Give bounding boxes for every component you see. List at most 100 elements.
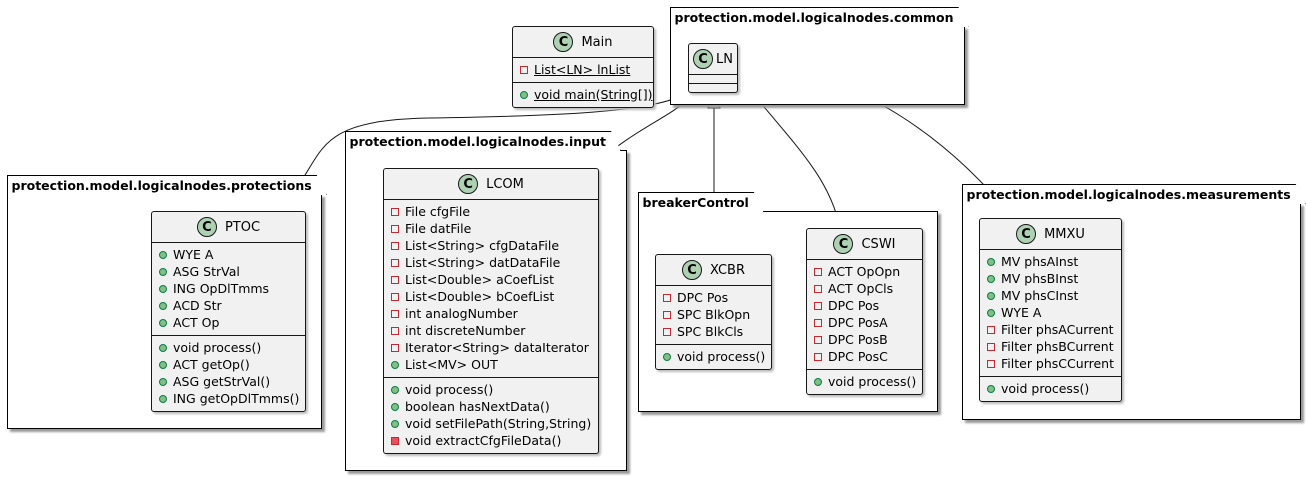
class-ln-header: C LN	[689, 44, 737, 74]
public-method-icon	[391, 402, 399, 411]
member-row: DPC Pos	[656, 289, 771, 306]
public-method-icon	[391, 419, 399, 428]
member-row: List<String> datDataFile	[384, 254, 598, 271]
class-ptoc[interactable]: C PTOC WYE A ASG StrVal ING OpDlTmms ACD…	[151, 211, 306, 412]
member-text: void process()	[173, 340, 262, 355]
class-lcom-header: C LCOM	[384, 169, 598, 199]
member-text: SPC BlkCls	[677, 324, 744, 339]
package-common-label: protection.model.logicalnodes.common	[670, 7, 969, 27]
member-text: DPC PosA	[828, 315, 888, 330]
class-xcbr-header: C XCBR	[656, 255, 771, 285]
public-field-icon	[391, 360, 399, 369]
member-row: Filter phsBCurrent	[980, 338, 1121, 355]
class-ptoc-fields: WYE A ASG StrVal ING OpDlTmms ACD Str AC…	[152, 242, 305, 335]
class-cswi-header: C CSWI	[807, 229, 922, 259]
class-ln-name: LN	[716, 51, 733, 67]
class-main-methods: void main(String[])	[513, 82, 653, 107]
member-row: List<Double> aCoefList	[384, 271, 598, 288]
class-main-header: C Main	[513, 27, 653, 57]
private-field-icon	[987, 342, 995, 351]
class-ln[interactable]: C LN	[688, 43, 738, 93]
member-text: WYE A	[173, 247, 214, 262]
class-main[interactable]: C Main List<LN> lnList void main(String[…	[512, 26, 654, 108]
private-field-icon	[987, 359, 995, 368]
public-method-icon	[159, 343, 167, 352]
private-field-icon	[987, 325, 995, 334]
member-row: void extractCfgFileData()	[384, 432, 598, 449]
class-mmxu[interactable]: C MMXU MV phsAInst MV phsBInst MV phsCIn…	[979, 218, 1122, 402]
class-cswi-fields: ACT OpOpn ACT OpCls DPC Pos DPC PosA DPC…	[807, 259, 922, 369]
member-text: MV phsBInst	[1001, 271, 1079, 286]
public-method-icon	[520, 90, 528, 99]
member-row: DPC PosC	[807, 348, 922, 365]
member-row: List<Double> bCoefList	[384, 288, 598, 305]
class-main-name: Main	[581, 34, 613, 50]
public-method-icon	[159, 394, 167, 403]
member-row: SPC BlkCls	[656, 323, 771, 340]
public-method-icon	[159, 377, 167, 386]
private-field-icon	[814, 352, 822, 361]
class-ptoc-header: C PTOC	[152, 212, 305, 242]
class-lcom-fields: File cfgFile File datFile List<String> c…	[384, 199, 598, 377]
package-breaker-control-label: breakerControl	[638, 192, 764, 212]
member-text: void process()	[828, 374, 917, 389]
member-text: ASG StrVal	[173, 264, 240, 279]
private-field-icon	[663, 327, 671, 336]
member-row: List<String> cfgDataFile	[384, 237, 598, 254]
member-text: Filter phsACurrent	[1001, 322, 1114, 337]
public-method-icon	[987, 384, 995, 393]
member-text: Filter phsBCurrent	[1001, 339, 1114, 354]
member-row: MV phsBInst	[980, 270, 1121, 287]
public-method-icon	[391, 385, 399, 394]
private-field-icon	[391, 241, 399, 250]
public-field-icon	[159, 250, 167, 259]
private-field-icon	[391, 343, 399, 352]
member-row: ACT Op	[152, 314, 305, 331]
private-field-icon	[814, 284, 822, 293]
private-field-icon	[391, 309, 399, 318]
package-measurements-label: protection.model.logicalnodes.measuremen…	[962, 184, 1306, 204]
class-main-fields: List<LN> lnList	[513, 57, 653, 82]
class-lcom[interactable]: C LCOM File cfgFile File datFile List<St…	[383, 168, 599, 454]
class-ptoc-name: PTOC	[224, 219, 261, 235]
member-row: Iterator<String> dataIterator	[384, 339, 598, 356]
private-field-icon	[814, 267, 822, 276]
class-xcbr-methods: void process()	[656, 344, 771, 369]
class-cswi-methods: void process()	[807, 369, 922, 394]
class-icon: C	[1016, 224, 1037, 244]
member-row: ASG StrVal	[152, 263, 305, 280]
member-row: ACT getOp()	[152, 356, 305, 373]
class-ptoc-methods: void process() ACT getOp() ASG getStrVal…	[152, 335, 305, 411]
member-text: ACT OpOpn	[828, 264, 901, 279]
public-field-icon	[987, 291, 995, 300]
member-row: ASG getStrVal()	[152, 373, 305, 390]
member-text: void extractCfgFileData()	[405, 433, 562, 448]
public-field-icon	[987, 274, 995, 283]
class-icon: C	[553, 32, 574, 52]
member-row: ING getOpDlTmms()	[152, 390, 305, 407]
member-text: MV phsAInst	[1001, 254, 1079, 269]
member-text: int analogNumber	[405, 306, 518, 321]
package-input-label: protection.model.logicalnodes.input	[345, 131, 621, 151]
member-text: ACD Str	[173, 298, 222, 313]
member-row: void process()	[152, 339, 305, 356]
member-text: void setFilePath(String,String)	[405, 416, 592, 431]
class-cswi[interactable]: C CSWI ACT OpOpn ACT OpCls DPC Pos DPC P…	[806, 228, 923, 395]
member-text: DPC Pos	[677, 290, 729, 305]
private-method-icon	[391, 436, 399, 445]
public-field-icon	[159, 318, 167, 327]
class-xcbr[interactable]: C XCBR DPC Pos SPC BlkOpn SPC BlkCls voi…	[655, 254, 772, 370]
member-text: ING getOpDlTmms()	[173, 391, 300, 406]
class-mmxu-fields: MV phsAInst MV phsBInst MV phsCInst WYE …	[980, 249, 1121, 376]
member-text: DPC Pos	[828, 298, 880, 313]
member-text: List<String> datDataFile	[405, 255, 561, 270]
class-cswi-name: CSWI	[861, 236, 896, 252]
member-row: DPC PosB	[807, 331, 922, 348]
private-field-icon	[391, 275, 399, 284]
private-field-icon	[391, 258, 399, 267]
member-text: Iterator<String> dataIterator	[405, 340, 589, 355]
private-field-icon	[520, 65, 528, 74]
class-xcbr-name: XCBR	[710, 262, 745, 278]
member-row: void main(String[])	[513, 86, 653, 103]
member-row: Filter phsCCurrent	[980, 355, 1121, 372]
